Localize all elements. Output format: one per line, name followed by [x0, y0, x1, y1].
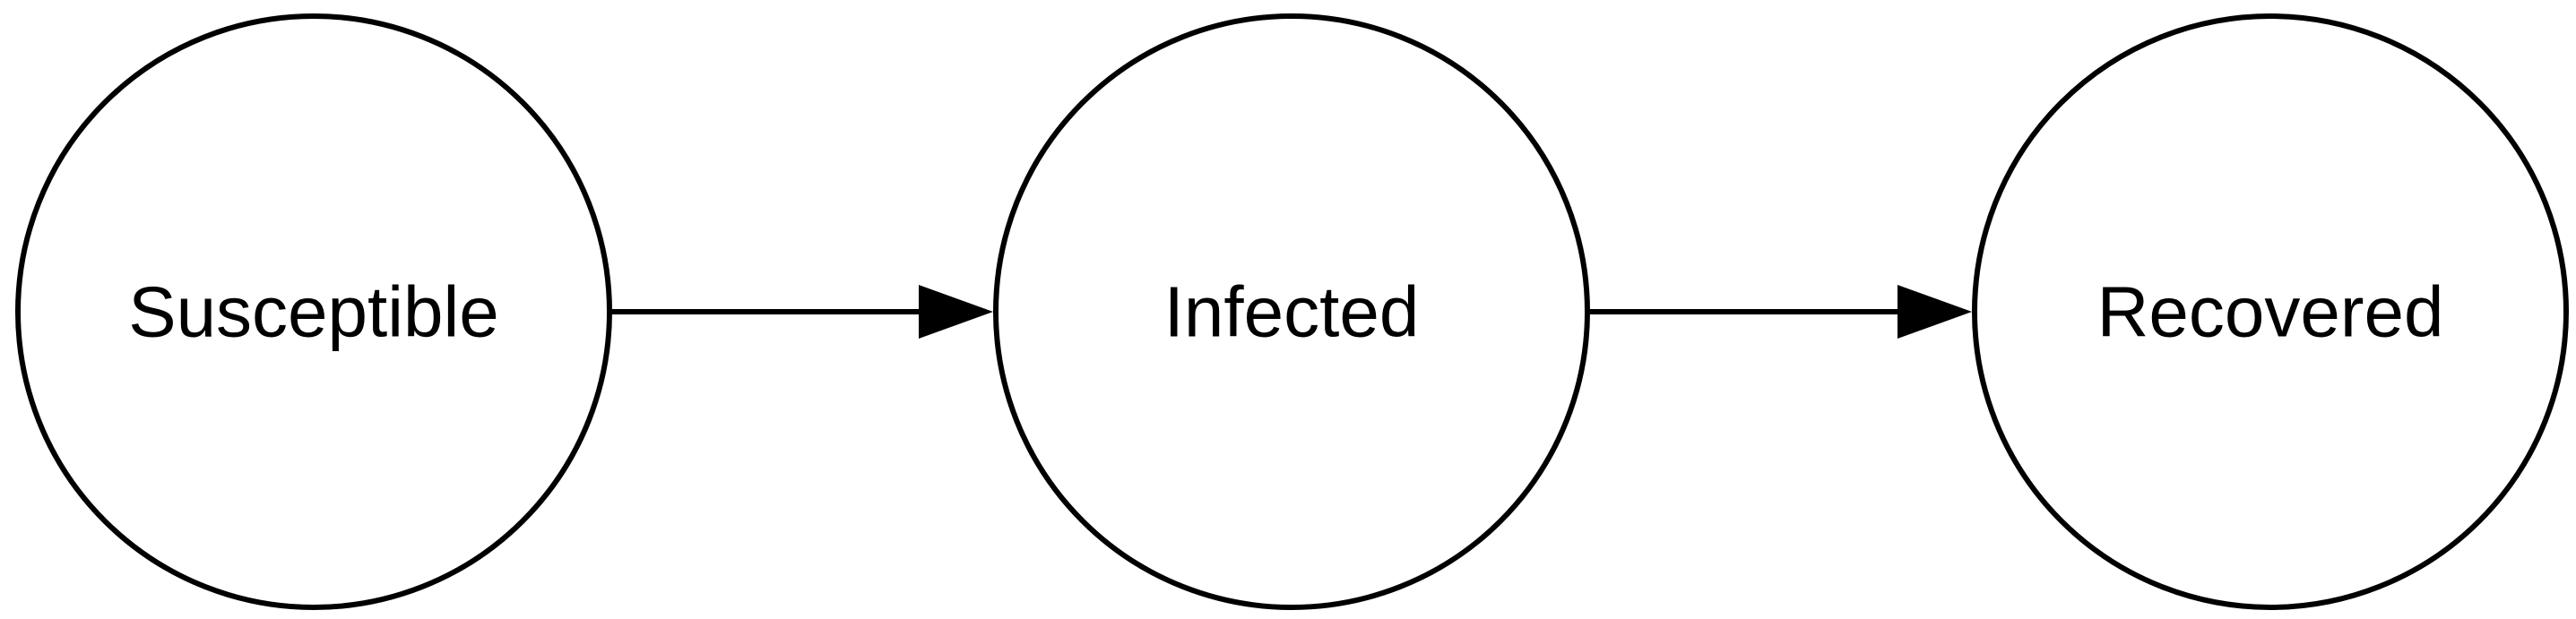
node-circle: [15, 13, 612, 610]
node-susceptible: Susceptible: [15, 13, 612, 610]
node-infected: Infected: [993, 13, 1590, 610]
node-recovered: Recovered: [1972, 13, 2569, 610]
arrowhead-icon: [919, 285, 993, 339]
node-circle: [1972, 13, 2569, 610]
arrowhead-icon: [1897, 285, 1972, 339]
node-label-recovered: Recovered: [2097, 272, 2444, 352]
edge-infected-to-recovered: [1588, 285, 1972, 339]
node-label-susceptible: Susceptible: [128, 272, 499, 352]
node-circle: [993, 13, 1590, 610]
node-label-infected: Infected: [1164, 272, 1420, 352]
edge-susceptible-to-infected: [609, 285, 993, 339]
